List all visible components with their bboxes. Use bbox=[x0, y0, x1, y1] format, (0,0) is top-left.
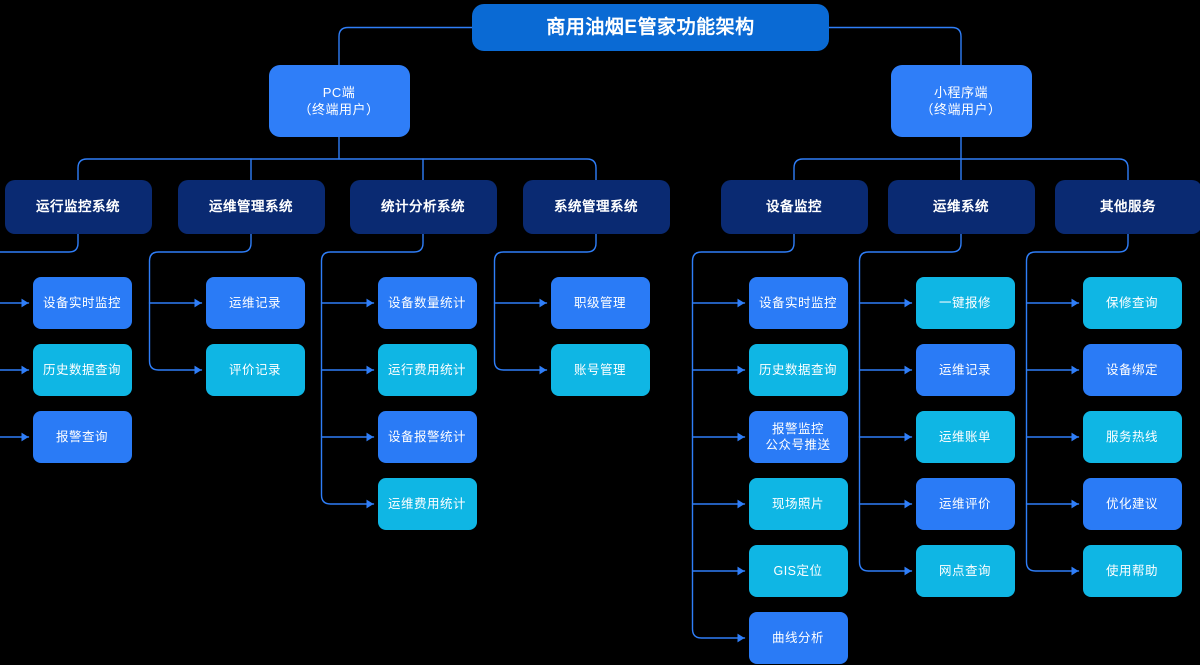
leaf-node[interactable]: 运维评价 bbox=[915, 478, 1015, 530]
leaf-node[interactable]: 现场照片 bbox=[748, 478, 848, 530]
system-node-sys-shebei-jiankong[interactable]: 设备监控 bbox=[720, 180, 868, 234]
leaf-node[interactable]: 历史数据查询 bbox=[748, 344, 848, 396]
leaf-node[interactable]: 运维费用统计 bbox=[377, 478, 477, 530]
leaf-node[interactable]: 设备报警统计 bbox=[377, 411, 477, 463]
system-node-sys-qita-fuwu[interactable]: 其他服务 bbox=[1054, 180, 1200, 234]
leaf-node[interactable]: 使用帮助 bbox=[1082, 545, 1182, 597]
leaf-node[interactable]: 评价记录 bbox=[205, 344, 305, 396]
leaf-node[interactable]: GIS定位 bbox=[748, 545, 848, 597]
system-node-sys-yunxing-jiankong[interactable]: 运行监控系统 bbox=[4, 180, 152, 234]
leaf-node[interactable]: 报警查询 bbox=[32, 411, 132, 463]
client-node-mini: 小程序端 （终端用户） bbox=[890, 65, 1032, 137]
leaf-node[interactable]: 优化建议 bbox=[1082, 478, 1182, 530]
leaf-node[interactable]: 网点查询 bbox=[915, 545, 1015, 597]
leaf-node[interactable]: 设备实时监控 bbox=[748, 277, 848, 329]
leaf-node[interactable]: 设备数量统计 bbox=[377, 277, 477, 329]
system-node-sys-tongji-fenxi[interactable]: 统计分析系统 bbox=[349, 180, 497, 234]
leaf-node[interactable]: 服务热线 bbox=[1082, 411, 1182, 463]
leaf-node[interactable]: 一键报修 bbox=[915, 277, 1015, 329]
leaf-node[interactable]: 历史数据查询 bbox=[32, 344, 132, 396]
system-node-sys-yunwei-xitong[interactable]: 运维系统 bbox=[887, 180, 1035, 234]
leaf-node[interactable]: 账号管理 bbox=[550, 344, 650, 396]
leaf-node[interactable]: 保修查询 bbox=[1082, 277, 1182, 329]
leaf-node[interactable]: 曲线分析 bbox=[748, 612, 848, 664]
leaf-node[interactable]: 运行费用统计 bbox=[377, 344, 477, 396]
client-node-pc: PC端 （终端用户） bbox=[268, 65, 410, 137]
leaf-node[interactable]: 设备绑定 bbox=[1082, 344, 1182, 396]
leaf-node[interactable]: 运维记录 bbox=[205, 277, 305, 329]
leaf-node[interactable]: 运维账单 bbox=[915, 411, 1015, 463]
leaf-node[interactable]: 报警监控 公众号推送 bbox=[748, 411, 848, 463]
system-node-sys-yunwei-guanli[interactable]: 运维管理系统 bbox=[177, 180, 325, 234]
root-node: 商用油烟E管家功能架构 bbox=[472, 4, 829, 51]
system-node-sys-xitong-guanli[interactable]: 系统管理系统 bbox=[522, 180, 670, 234]
leaf-node[interactable]: 设备实时监控 bbox=[32, 277, 132, 329]
leaf-node[interactable]: 职级管理 bbox=[550, 277, 650, 329]
leaf-node[interactable]: 运维记录 bbox=[915, 344, 1015, 396]
